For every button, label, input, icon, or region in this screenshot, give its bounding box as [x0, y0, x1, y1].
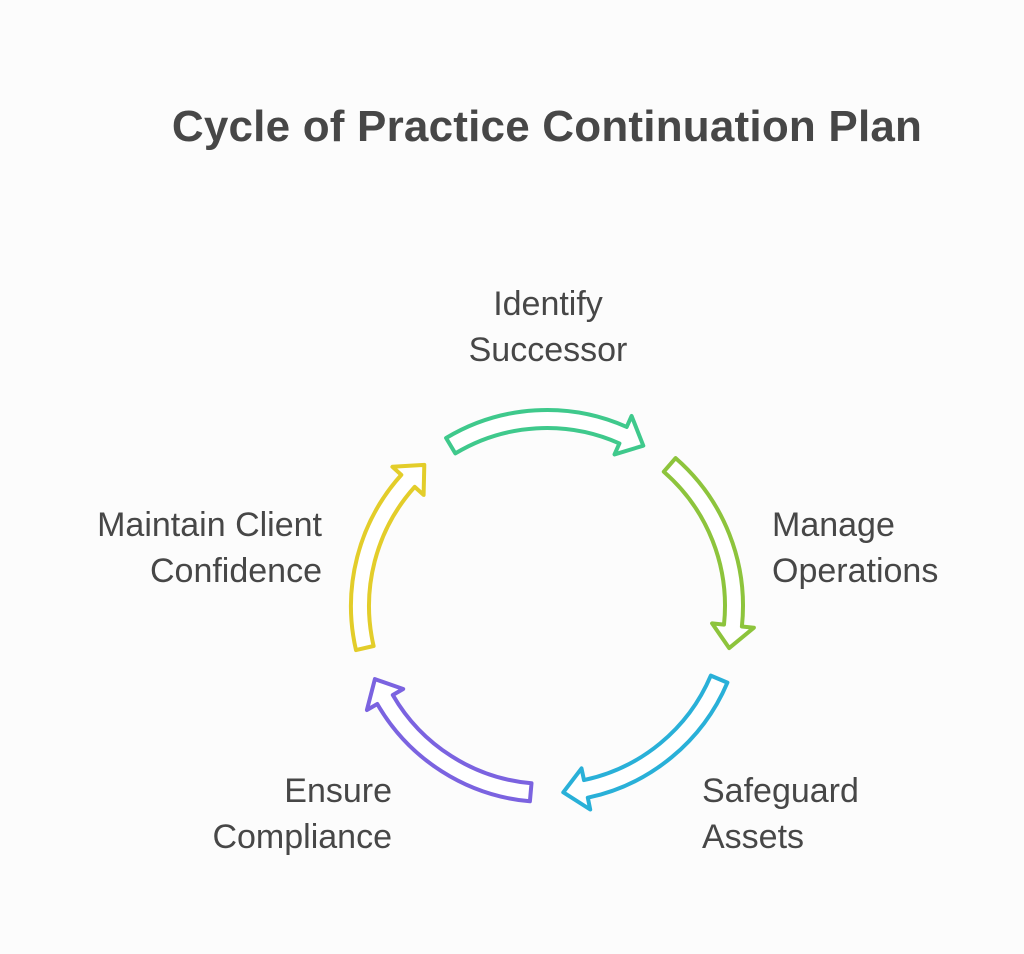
step-label-line: Confidence [149, 552, 322, 590]
step-label-manage-operations: Manage Operations [772, 502, 938, 594]
step-label-line: Identify [493, 285, 603, 323]
step-label-line: Ensure [284, 772, 392, 810]
cycle-arrow-ensure-compliance [364, 677, 534, 804]
step-label-safeguard-assets: Safeguard Assets [702, 768, 859, 860]
step-label-line: Safeguard [702, 772, 859, 810]
step-label-line: Manage [772, 506, 895, 544]
step-label-line: Operations [772, 552, 939, 590]
cycle-arrow-identify-successor [444, 408, 646, 457]
cycle-arrow-maintain-client-confidence [348, 462, 427, 653]
step-label-maintain-client-confidence: Maintain Client Confidence [20, 502, 322, 594]
diagram-title: Cycle of Practice Continuation Plan [171, 102, 923, 151]
step-label-line: Assets [702, 818, 805, 856]
cycle-arrow-safeguard-assets [561, 673, 730, 812]
cycle-arrow-manage-operations [661, 456, 756, 651]
step-label-line: Compliance [212, 818, 392, 856]
step-label-identify-successor: Identify Successor [448, 281, 648, 373]
cycle-arrows [348, 408, 756, 812]
step-label-ensure-compliance: Ensure Compliance [150, 768, 392, 860]
step-label-line: Successor [468, 331, 628, 369]
step-label-line: Maintain Client [97, 506, 322, 544]
